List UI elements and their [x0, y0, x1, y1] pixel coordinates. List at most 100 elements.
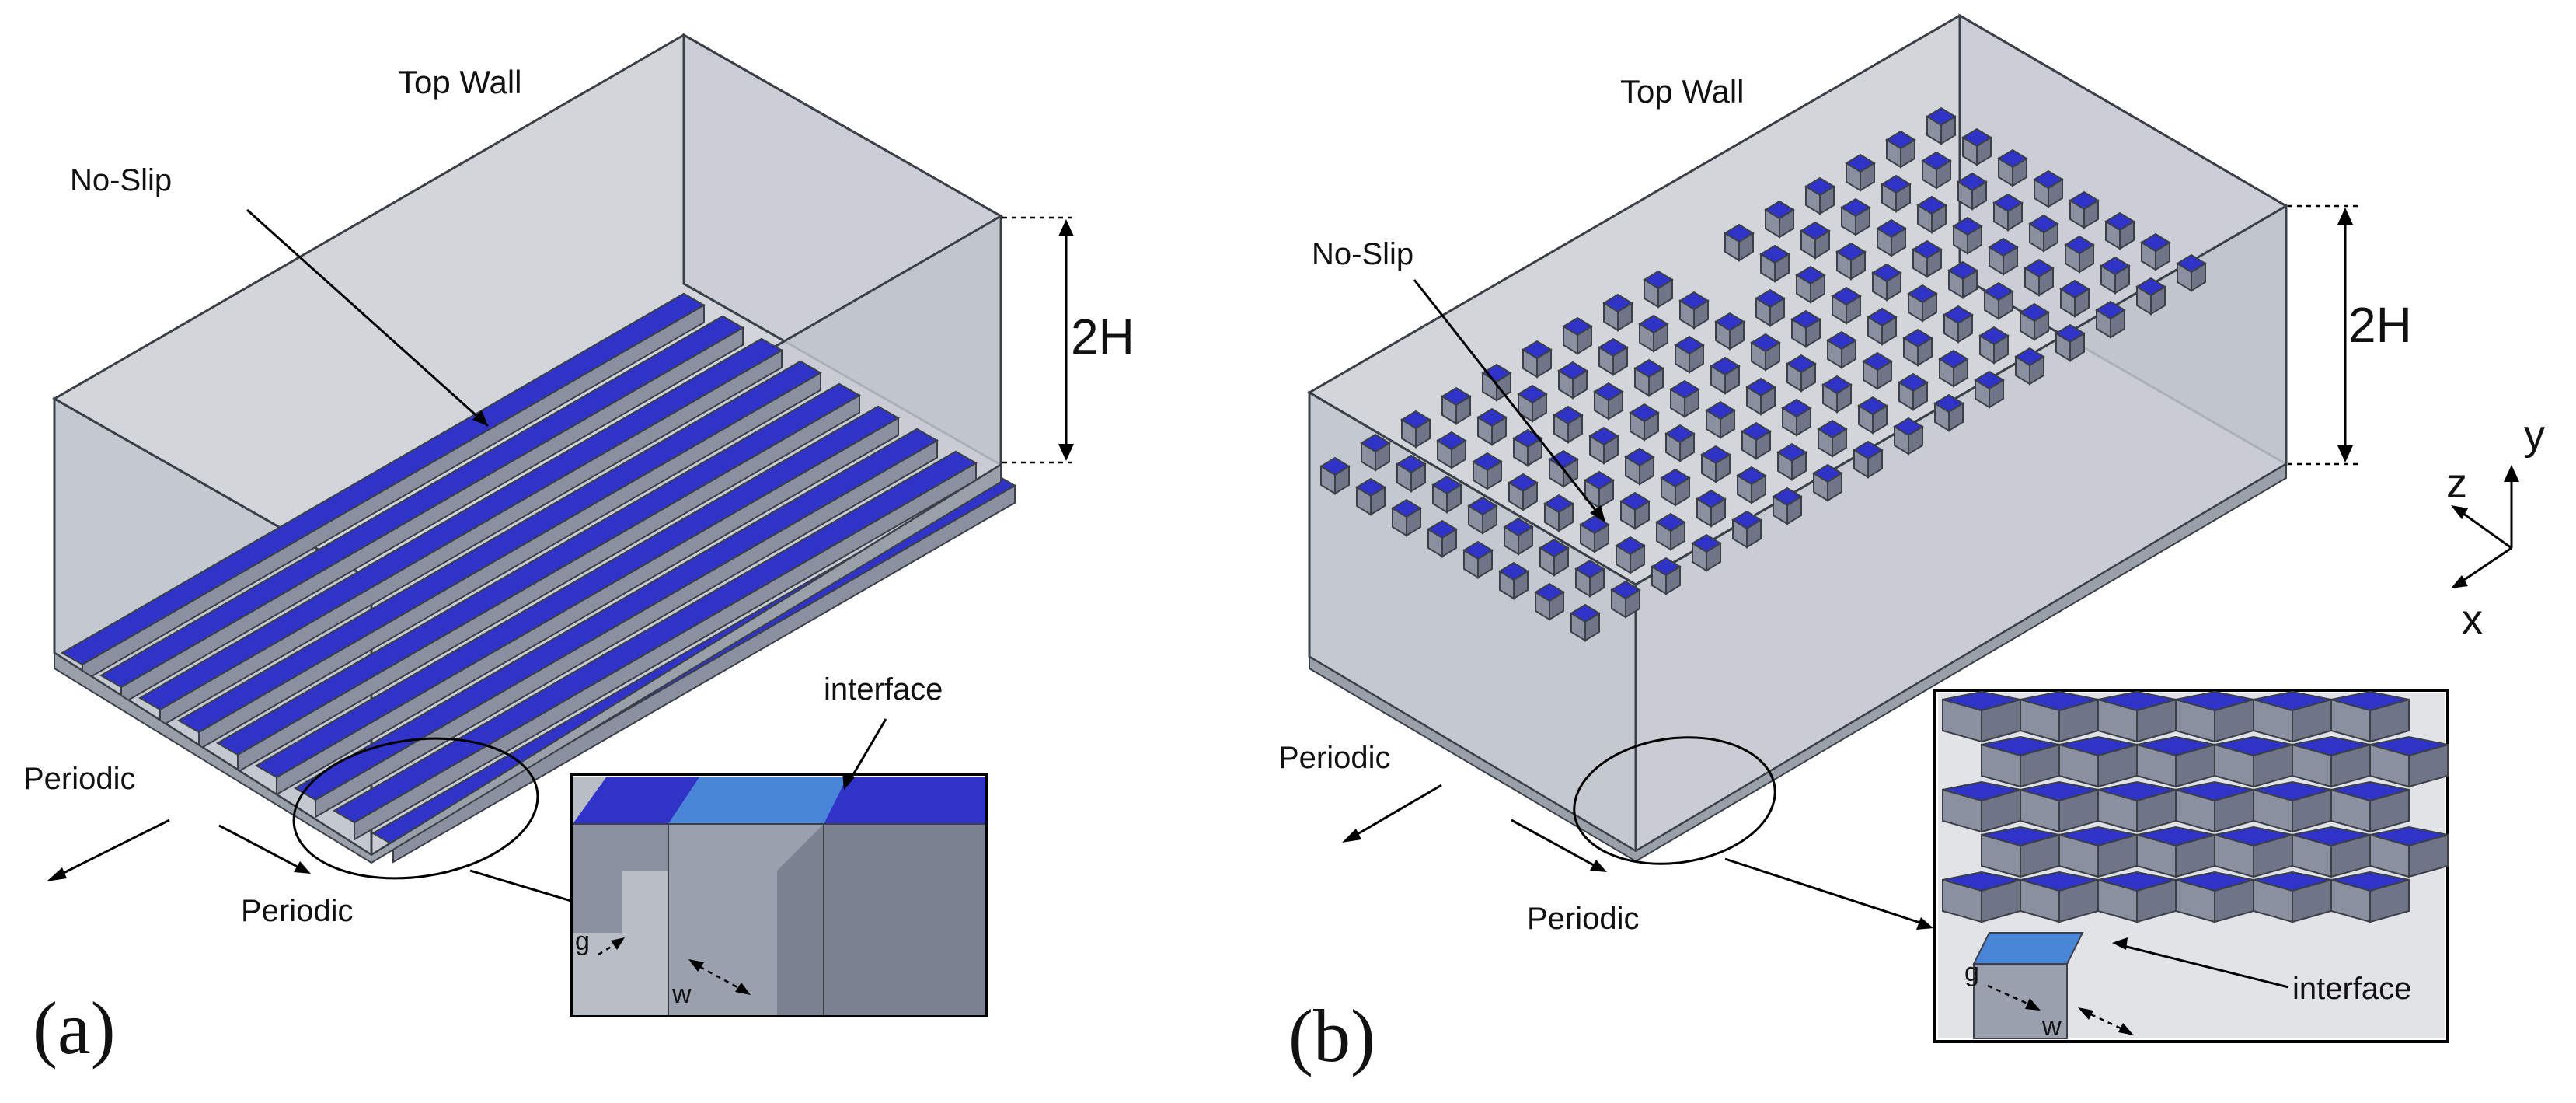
post-side-dark [1791, 451, 1807, 481]
post-side-dark [1598, 479, 1614, 509]
post-side-dark [1451, 439, 1466, 469]
post-side-dark [1612, 346, 1628, 376]
g-label-a: g [575, 927, 590, 956]
post-side-dark [1800, 362, 1816, 393]
post-side-dark [1675, 476, 1690, 507]
post-side-dark [1940, 115, 1956, 145]
post-side-dark [1819, 185, 1835, 215]
post-side-dark [1496, 372, 1511, 402]
post-side-dark [1805, 318, 1821, 348]
post-side-dark [2155, 241, 2170, 271]
panel-b: Top Wall No-Slip 2H Periodic Periodic in… [1278, 13, 2449, 1077]
coordinate-axes: y z x [2446, 412, 2545, 643]
post-side-dark [2110, 309, 2125, 339]
post-side-dark [1558, 502, 1574, 532]
post-side-dark [1953, 358, 1968, 388]
periodic-arrowhead-b-2 [1590, 860, 1607, 872]
zoom-arrowhead-b [1916, 917, 1933, 930]
post-side-dark [1967, 225, 1982, 255]
post-side-dark [1577, 325, 1592, 355]
post-side-dark [1527, 437, 1542, 467]
no-slip-label-a: No-Slip [70, 163, 172, 197]
post-side-dark [1553, 546, 1569, 577]
post-side-dark [1594, 523, 1609, 553]
g-label-b: g [1964, 958, 1979, 987]
periodic-arrow-a-2 [218, 824, 305, 872]
height-label-a: 2H [1071, 309, 1135, 365]
post-side-dark [1855, 206, 1870, 236]
post-side-dark [1755, 430, 1771, 460]
riblet-side [198, 372, 821, 751]
post-side-dark [2150, 285, 2166, 316]
post-side-dark [1957, 313, 1973, 344]
w-arrowhead-a-2 [735, 983, 751, 995]
post-side-dark [1926, 248, 1942, 278]
post-side-dark [1765, 341, 1780, 372]
post-side-dark [1931, 204, 1947, 234]
post-side-dark [1639, 456, 1654, 486]
post-side-dark [1410, 462, 1426, 493]
post-side-dark [1774, 253, 1790, 283]
post-side-dark [1912, 381, 1928, 411]
post-side-dark [1900, 138, 1915, 169]
post-side-dark [1971, 180, 1987, 211]
post-side-dark [2048, 178, 2063, 208]
post-side-dark [1584, 612, 1600, 642]
post-side-dark [2079, 243, 2094, 274]
w-label-a: w [671, 979, 692, 1009]
interface-pointer-a [845, 718, 887, 786]
post-side-dark [1563, 458, 1578, 488]
interface-label-a: interface [824, 672, 943, 707]
post-side-dark [1334, 465, 1350, 495]
post-side-dark [2043, 222, 2058, 253]
post-side-dark [1846, 295, 1861, 325]
panel-label-b: (b) [1288, 994, 1375, 1077]
post-side-dark [1679, 432, 1695, 462]
w-arrowhead-b-1 [2078, 1007, 2093, 1020]
height-arrowhead-down-a [1058, 444, 1074, 461]
post-side-dark [2007, 201, 2023, 232]
post-side-dark [1572, 369, 1588, 400]
periodic-label-a-1: Periodic [23, 762, 136, 796]
post-side-dark [1948, 402, 1964, 432]
post-side-dark [2012, 157, 2027, 187]
post-side-dark [1710, 497, 1726, 528]
post-side-dark [1860, 162, 1875, 192]
post-side-dark [1891, 227, 1906, 257]
post-side-dark [2003, 246, 2018, 276]
height-arrowhead-up-b [2337, 208, 2353, 225]
inset-post-side-dark [2408, 833, 2449, 878]
post-side-dark [1415, 418, 1431, 449]
periodic-arrow-a-1 [52, 819, 170, 880]
post-side-dark [1738, 232, 1754, 262]
inset-a: interface g w [570, 672, 988, 1017]
post-side-dark [2038, 267, 2054, 297]
post-side-dark [1532, 393, 1547, 423]
post-side-dark [2069, 332, 2085, 362]
post-side-dark [1370, 486, 1386, 516]
post-side-dark [1644, 411, 1659, 442]
channel-floor-front-b [1309, 462, 2287, 863]
riblet-side [237, 394, 860, 773]
z-axis [2456, 508, 2512, 550]
zoom-pointer-b [1724, 857, 1928, 927]
inset-post-array [1942, 690, 2449, 923]
top-wall-label-b: Top Wall [1620, 73, 1745, 110]
post-side-dark [1630, 544, 1645, 574]
post-side-dark [1922, 292, 1937, 323]
no-slip-arrowhead-a [472, 410, 488, 426]
post-side-dark [1487, 460, 1502, 490]
x-axis-label: x [2462, 596, 2483, 643]
post-side-dark [1482, 504, 1497, 535]
post-side-dark [1406, 507, 1421, 537]
post-side-dark [1648, 367, 1664, 397]
x-axis [2456, 546, 2512, 586]
y-axis-arrowhead [2504, 465, 2519, 482]
post-side-dark [2191, 262, 2206, 292]
top-wall-label-a: Top Wall [398, 64, 522, 100]
periodic-label-b-1: Periodic [1278, 741, 1391, 775]
post-side-dark [1760, 386, 1776, 416]
post-side-dark [1872, 404, 1888, 435]
post-side-dark [1832, 428, 1847, 458]
